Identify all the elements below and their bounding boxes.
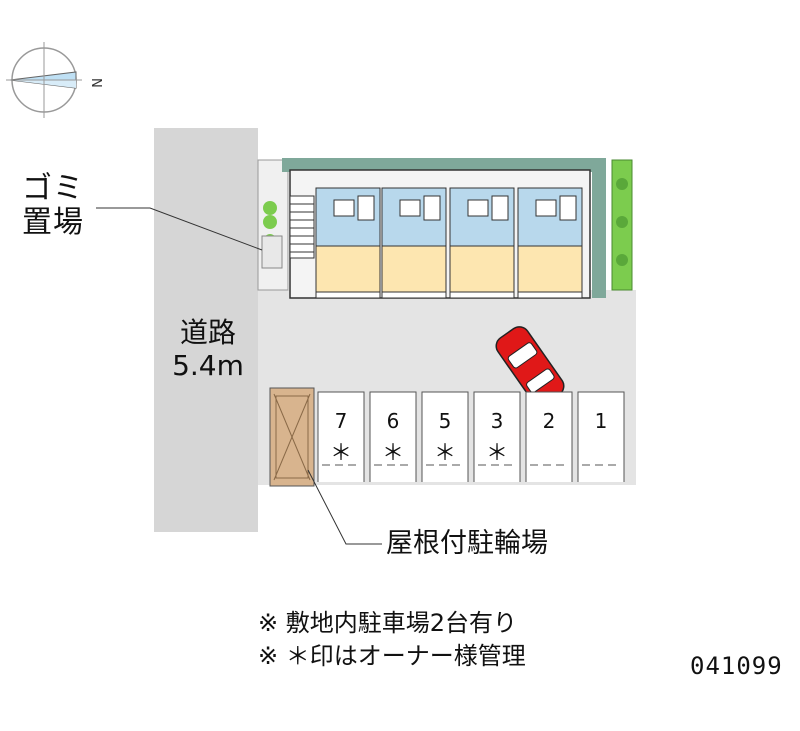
parking-slot-number: 7 [335, 409, 348, 433]
road-label: 道路 5.4m [160, 316, 256, 382]
garbage-label-line1: ゴミ [22, 171, 84, 206]
stairs [289, 195, 315, 259]
parking-slot-owner-mark: ＊ [330, 441, 352, 466]
garbage-label-line2: 置場 [22, 205, 84, 240]
road [154, 128, 258, 532]
road-label-line1: 道路 [179, 316, 236, 349]
note-line1: ※ 敷地内駐車場2台有り [258, 609, 518, 637]
unit-4 [517, 187, 583, 299]
parking-slot-outline [577, 391, 625, 482]
property-code: 041099 [690, 652, 783, 680]
parking-slot-number: 2 [543, 409, 556, 433]
parking-slot-6: 6＊ [369, 391, 417, 482]
garbage-leader [96, 207, 263, 251]
compass-north-letter: N [88, 78, 103, 88]
parking-slot-owner-mark: ＊ [434, 441, 456, 466]
parking-slot-owner-mark: ＊ [382, 441, 404, 466]
parking-slot-5: 5＊ [421, 391, 469, 482]
parking-slot-2: 2 [525, 391, 573, 482]
parking-slot-number: 1 [595, 409, 608, 433]
bike-leader [307, 469, 382, 545]
note-line2: ※ ＊印はオーナー様管理 [258, 642, 526, 670]
parking-slot-3: 3＊ [473, 391, 521, 482]
garbage-area-label: ゴミ 置場 [22, 172, 84, 240]
parking-slot-number: 3 [491, 409, 504, 433]
parking-slot-outline [421, 391, 469, 482]
parking-slot-1: 1 [577, 391, 625, 482]
bicycle-parking-label: 屋根付駐輪場 [386, 528, 548, 559]
unit-1 [315, 187, 381, 299]
notes: ※ 敷地内駐車場2台有り ※ ＊印はオーナー様管理 [258, 607, 526, 673]
parking-slot-outline [369, 391, 417, 482]
bicycle-shed [269, 387, 315, 487]
road-label-line2: 5.4m [172, 349, 244, 382]
parking-slot-7: 7＊ [317, 391, 365, 482]
car-icon [495, 326, 565, 406]
parking-slot-outline [317, 391, 365, 482]
unit-2 [381, 187, 447, 299]
unit-3 [449, 187, 515, 299]
compass: N [6, 42, 103, 118]
garbage-area [261, 235, 283, 269]
parking-slot-number: 6 [387, 409, 400, 433]
parking-slot-outline [525, 391, 573, 482]
parking-slot-number: 5 [439, 409, 452, 433]
parking-slot-outline [473, 391, 521, 482]
parking-slot-owner-mark: ＊ [486, 441, 508, 466]
